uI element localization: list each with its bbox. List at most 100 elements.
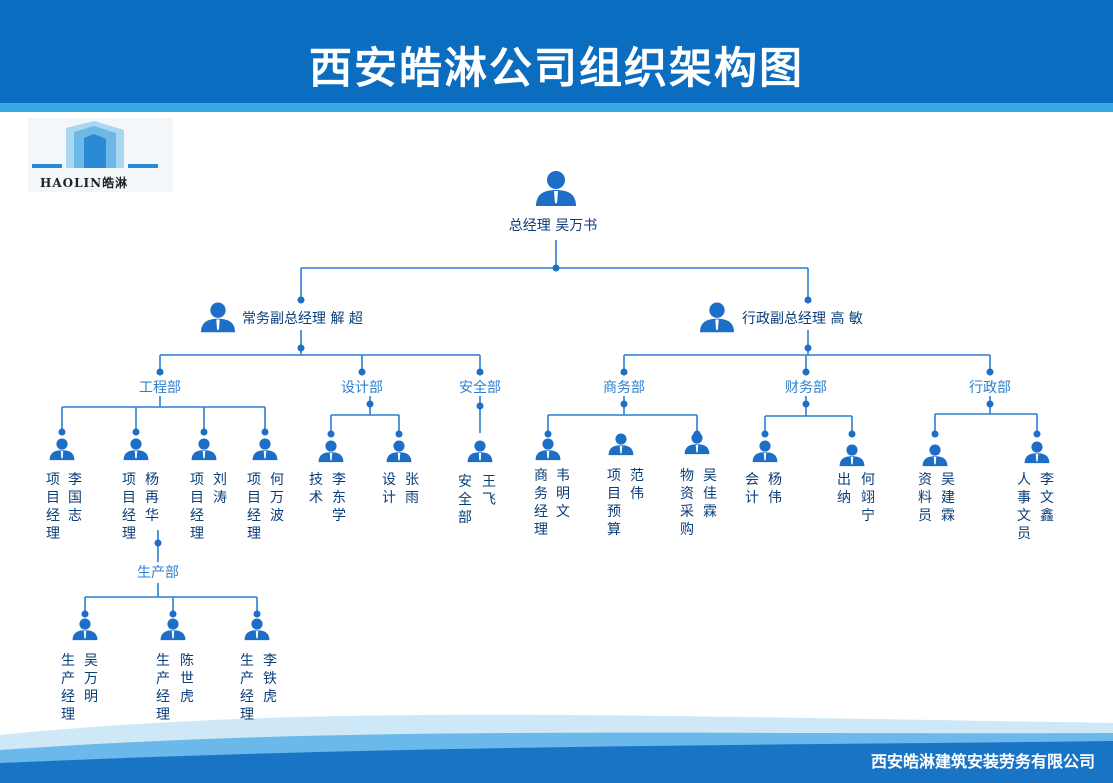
connector-dot — [620, 368, 628, 376]
eng-3-name: 刘涛 — [213, 472, 227, 506]
vertical-char: 铁 — [263, 671, 277, 687]
vertical-char: 项 — [122, 472, 136, 488]
vertical-char: 李 — [332, 472, 346, 488]
connector-dot — [986, 368, 994, 376]
vertical-char: 商 — [534, 468, 548, 484]
vertical-char: 目 — [607, 486, 621, 502]
vertical-char: 李 — [1040, 472, 1054, 488]
vertical-char: 国 — [68, 490, 82, 506]
des-1-name: 李东学 — [332, 472, 346, 524]
bus-2-name: 范伟 — [630, 467, 644, 502]
dept-safety: 安全部 — [459, 379, 501, 396]
connector-dot — [366, 400, 374, 408]
eng-1-name: 李国志 — [68, 472, 82, 524]
connector-dot — [200, 428, 208, 436]
vertical-char: 飞 — [482, 492, 496, 508]
dept-finance: 财务部 — [785, 380, 827, 396]
vertical-char: 虎 — [180, 689, 194, 705]
des-2-role: 设计 — [382, 472, 396, 506]
fin-2-role: 出纳 — [837, 472, 851, 506]
vertical-char: 杨 — [768, 472, 782, 488]
vertical-char: 霖 — [703, 504, 717, 520]
connector-dot — [81, 610, 89, 618]
vertical-char: 料 — [918, 490, 932, 506]
vertical-char: 王 — [482, 474, 496, 490]
vertical-char: 理 — [190, 526, 204, 542]
vertical-char: 生 — [156, 653, 170, 669]
pro-1-icon — [72, 618, 98, 641]
vertical-char: 安 — [458, 474, 472, 490]
pro-1-name: 吴万明 — [84, 653, 98, 705]
vertical-char: 吴 — [941, 472, 955, 488]
des-2-name: 张雨 — [405, 472, 419, 506]
bus-1-name: 韦明文 — [556, 468, 570, 520]
vertical-char: 文 — [1040, 490, 1054, 506]
saf-1-name: 王飞 — [482, 474, 496, 508]
vertical-char: 设 — [382, 472, 396, 488]
vertical-char: 宁 — [861, 507, 875, 524]
vertical-char: 纳 — [837, 490, 851, 506]
footer-company: 西安皓淋建筑安装劳务有限公司 — [870, 752, 1095, 771]
connector-dot — [804, 296, 812, 304]
vertical-char: 明 — [556, 486, 570, 502]
bus-3-name: 吴佳霖 — [703, 468, 717, 520]
connector-dot — [132, 428, 140, 436]
saf-1-role: 安全部 — [458, 474, 472, 526]
vertical-char: 经 — [247, 508, 261, 524]
vertical-char: 经 — [240, 689, 254, 705]
connector-dot — [253, 610, 261, 618]
vertical-char: 员 — [1017, 526, 1031, 542]
saf-1-icon — [467, 440, 493, 463]
vertical-char: 务 — [534, 486, 548, 502]
vertical-char: 再 — [145, 490, 159, 506]
ceo-label: 总经理 吴万书 — [509, 218, 597, 234]
vertical-char: 何 — [270, 472, 284, 488]
vertical-char: 李 — [263, 653, 277, 669]
vertical-char: 产 — [156, 671, 170, 687]
vertical-char: 事 — [1017, 490, 1031, 506]
vertical-char: 鑫 — [1040, 507, 1054, 524]
vertical-char: 志 — [68, 508, 82, 524]
connector-dot — [476, 368, 484, 376]
vertical-char: 全 — [458, 491, 472, 508]
connector-dot — [1033, 430, 1041, 438]
vertical-char: 项 — [190, 472, 204, 488]
vertical-char: 翊 — [861, 490, 875, 506]
dept-production: 生产部 — [137, 565, 179, 581]
pro-2-name: 陈世虎 — [180, 652, 194, 705]
vertical-char: 目 — [190, 490, 204, 506]
vertical-char: 经 — [156, 689, 170, 705]
fin-2-icon — [839, 444, 865, 467]
vertical-char: 部 — [458, 510, 472, 526]
vertical-char: 明 — [84, 689, 98, 705]
vertical-char: 建 — [941, 490, 955, 506]
connector-dot — [58, 428, 66, 436]
vertical-char: 霖 — [941, 508, 955, 524]
vertical-char: 虎 — [263, 689, 277, 705]
connector-dot — [761, 430, 769, 438]
vertical-char: 陈 — [180, 652, 194, 669]
vertical-char: 波 — [270, 508, 284, 524]
connector-dot — [297, 344, 305, 352]
page-title: 西安皓淋公司组织架构图 — [309, 44, 804, 94]
vertical-char: 技 — [309, 472, 323, 488]
vertical-char: 计 — [745, 490, 759, 506]
fin-1-icon — [752, 440, 778, 463]
connector-dot — [156, 368, 164, 376]
vertical-char: 目 — [247, 490, 261, 506]
eng-1-icon — [49, 438, 75, 461]
vp-left-person-icon — [201, 302, 235, 333]
vertical-char: 产 — [240, 671, 254, 687]
vertical-char: 万 — [84, 671, 98, 687]
connector-dot — [802, 368, 810, 376]
vertical-char: 人 — [1017, 472, 1031, 488]
pro-2-icon — [160, 618, 186, 641]
connector-dot — [620, 400, 628, 408]
vertical-char: 吴 — [84, 653, 98, 669]
vertical-char: 刘 — [213, 472, 227, 488]
